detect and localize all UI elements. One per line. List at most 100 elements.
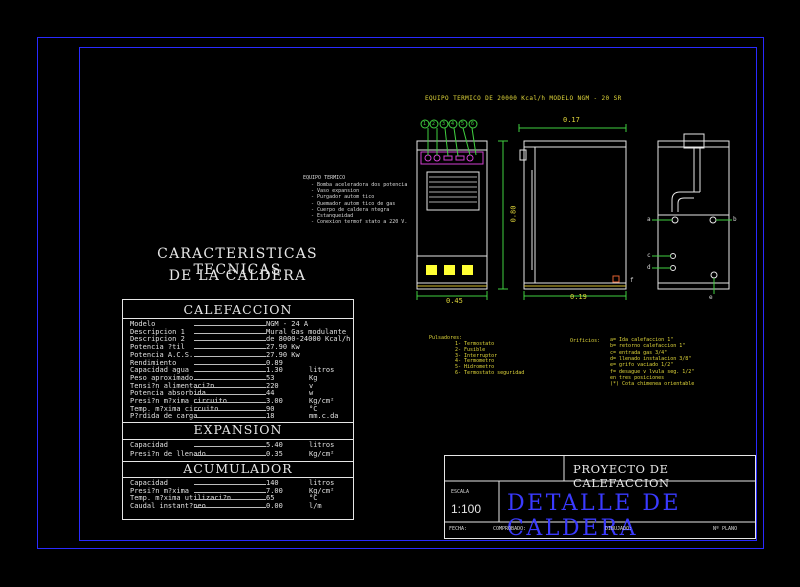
front-yellow-buttons [426,265,473,275]
dim-bottom-side: 0.19 [570,293,587,301]
spec-leader [194,484,266,485]
front-control-number: 2 [432,121,436,127]
title-block: PROYECTO DE CALEFACCION ESCALA 1:100 DET… [444,455,756,541]
spec-value: 27.90 Kw [266,350,300,359]
pulsadores-heading: Pulsadores: [429,335,463,341]
spec-leader [194,402,266,403]
spec-label: Descripcion 1 [130,327,185,336]
rear-leaders [652,219,732,294]
spec-leader [194,409,266,411]
spec-label: Capacidad [130,441,168,449]
escala-label: ESCALA [451,489,470,495]
spec-value: 0.89 [266,358,283,367]
spec-label: P?rdida de carga [130,412,198,421]
list-item: 4- Termometro [455,358,495,365]
spec-unit: °C [309,404,318,413]
spec-value: 53 [266,373,275,382]
orificios-heading: Orificios: [570,338,601,344]
spec-label: Potencia ?til [130,343,185,352]
spec-value: de 8000-24000 Kcal/h [266,335,351,344]
list-item: - Bomba aceleradora dos potencia [311,182,408,188]
sheet-title: EQUIPO TERMICO DE 20000 Kcal/h MODELO NG… [425,95,622,102]
spec-label: Caudal instant?neo [130,502,206,511]
spec-leader [194,325,266,326]
list-item: en tres posiciones [610,374,665,381]
list-item: - Cuerpo de caldera ntegra [311,206,390,213]
list-item: - Conexion termof stato a 220 V. [311,219,408,226]
rear-connection-letter: d [647,264,651,271]
list-item: - Estanqueidad [311,213,354,219]
acumulador-heading: ACUMULADOR [183,461,293,476]
dibujado-label: DIBUJADO: [605,526,633,532]
spec-value: 65 [266,494,275,503]
spec-leader [194,499,266,501]
dim-bottom-front: 0.45 [446,297,463,305]
list-item: 6- Termostato seguridad [455,370,525,376]
spec-label: Modelo [130,320,156,328]
front-control-number: 4 [451,121,455,127]
list-item: f= desague v lvula seg. 1/2" [610,368,695,375]
spec-unit: litros [309,441,335,449]
list-item: 2- Fusible [455,346,486,353]
spec-leader [194,371,266,373]
spec-value: 140 [266,479,279,487]
spec-leader [194,340,266,342]
list-item: 1- Termostato [455,341,495,347]
spec-unit: °C [309,494,318,503]
plano-label: Nº PLANO [713,526,738,532]
spec-unit: Kg [309,373,318,382]
spec-unit: v [309,381,314,390]
spec-value: 3.00 [266,397,283,405]
spec-value: 0.35 [266,449,283,458]
spec-label: Potencia absorbida [130,389,206,398]
spec-leader [194,446,266,447]
spec-value: 0.00 [266,502,283,511]
spec-label: Presi?n de llenado [130,449,206,458]
spec-value: 44 [266,389,275,398]
spec-leader [194,491,266,493]
front-leaders [420,119,478,157]
spec-label: Peso aproximado [130,373,194,382]
spec-label: Capacidad agua [130,366,190,375]
spec-leader [194,363,266,365]
spec-leader [194,507,266,509]
side-drain-marker [612,275,620,283]
front-control-number: 5 [461,121,465,127]
spec-unit: litros [309,366,335,375]
front-dim [416,140,508,300]
side-dim [518,124,627,300]
spec-leader [194,332,266,334]
front-control-number: 6 [471,121,475,127]
comprobado-label: COMPROBADO: [493,526,527,532]
rear-view [657,133,730,290]
title-block-lines [444,455,756,523]
expansion-heading: EXPANSION [193,422,283,437]
spec-leader [194,454,266,456]
spec-unit: l/m [309,502,322,511]
spec-unit: litros [309,479,335,487]
spec-label: Temp. m?xima circuito [130,404,219,413]
project-title: PROYECTO DE CALEFACCION [573,462,670,490]
dim-width-top: 0.17 [563,116,580,124]
drawing-title: DETALLE DE CALDERA [507,491,682,541]
list-item: 3- Interruptor [455,352,498,359]
spec-value: 5.40 [266,441,283,449]
spec-leader [194,348,266,350]
drawing-outer-frame [37,37,764,549]
spec-label: Capacidad [130,479,168,487]
rear-connection-letter: c [647,252,651,259]
front-controls [424,154,474,162]
spec-leader [194,355,266,357]
spec-label: Potencia A.C.S. [130,350,194,359]
main-title-line1: CARACTERISTICAS TECNICAS [157,246,318,278]
spec-value: 220 [266,381,279,390]
spec-leader [194,378,266,380]
front-control-number: 1 [423,121,427,127]
spec-label: Presi?n m?xima [130,486,190,495]
list-item: d= llenado instalacion 3/8" [610,355,692,362]
spec-value: 1.30 [266,366,283,375]
list-item: - Quemador autom tico de gas [311,200,396,207]
list-item: b= retorno calefaccion 1" [610,343,686,350]
